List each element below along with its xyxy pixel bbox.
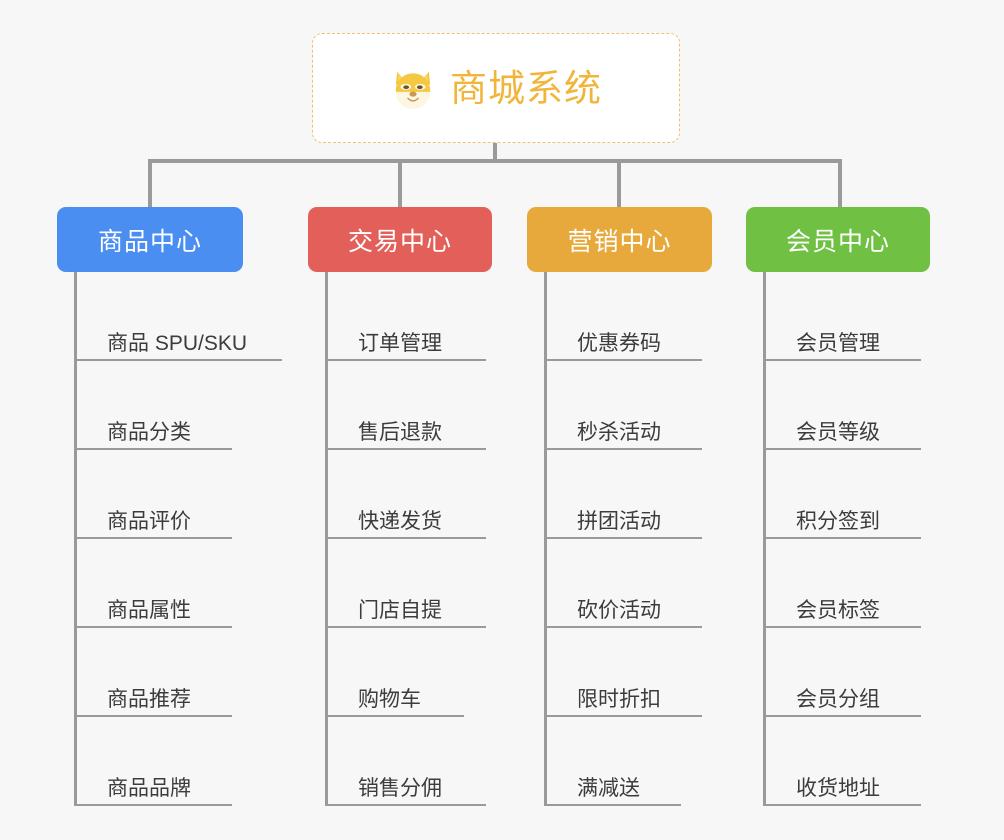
category-header-trade-center[interactable]: 交易中心 — [308, 207, 492, 272]
leaf-label: 商品分类 — [107, 420, 191, 444]
leaf-item[interactable]: 会员标签 — [766, 539, 921, 628]
leaf-item[interactable]: 限时折扣 — [547, 628, 702, 717]
column-trade-center: 交易中心 订单管理 售后退款 快递发货 门店自提 购物车 销售分佣 — [308, 207, 492, 806]
column-product-center: 商品中心 商品 SPU/SKU 商品分类 商品评价 商品属性 商品推荐 商品品牌 — [57, 207, 282, 806]
connector-drop-column-4 — [838, 159, 842, 209]
leaf-label: 商品推荐 — [107, 687, 191, 711]
dog-face-icon — [390, 66, 436, 112]
connector-horizontal-bus — [150, 159, 842, 163]
category-header-product-center[interactable]: 商品中心 — [57, 207, 243, 272]
leaf-label: 商品 SPU/SKU — [107, 331, 248, 355]
category-title: 会员中心 — [785, 227, 890, 256]
category-title: 商品中心 — [97, 227, 202, 256]
leaf-label: 门店自提 — [358, 598, 442, 622]
leaf-label: 拼团活动 — [577, 509, 661, 533]
root-title: 商城系统 — [450, 67, 602, 109]
leaf-item[interactable]: 收货地址 — [766, 717, 921, 806]
leaf-label: 限时折扣 — [577, 687, 661, 711]
connector-drop-column-2 — [398, 159, 402, 209]
leaf-label: 优惠券码 — [577, 331, 661, 355]
category-header-member-center[interactable]: 会员中心 — [746, 207, 930, 272]
leaf-list-member-center: 会员管理 会员等级 积分签到 会员标签 会员分组 收货地址 — [763, 272, 921, 806]
leaf-item[interactable]: 快递发货 — [328, 450, 486, 539]
leaf-label: 积分签到 — [796, 509, 880, 533]
leaf-item[interactable]: 商品品牌 — [77, 717, 232, 806]
leaf-item[interactable]: 订单管理 — [328, 272, 486, 361]
connector-root-stem — [493, 143, 497, 163]
leaf-item[interactable]: 会员等级 — [766, 361, 921, 450]
leaf-item[interactable]: 满减送 — [547, 717, 681, 806]
leaf-label: 砍价活动 — [577, 598, 661, 622]
leaf-item[interactable]: 秒杀活动 — [547, 361, 702, 450]
column-marketing-center: 营销中心 优惠券码 秒杀活动 拼团活动 砍价活动 限时折扣 满减送 — [527, 207, 712, 806]
leaf-label: 满减送 — [577, 776, 640, 800]
leaf-item[interactable]: 砍价活动 — [547, 539, 702, 628]
leaf-item[interactable]: 销售分佣 — [328, 717, 486, 806]
leaf-label: 商品属性 — [107, 598, 191, 622]
leaf-label: 秒杀活动 — [577, 420, 661, 444]
leaf-label: 商品品牌 — [107, 776, 191, 800]
category-title: 交易中心 — [347, 227, 452, 256]
connector-drop-column-3 — [617, 159, 621, 209]
leaf-label: 收货地址 — [796, 776, 880, 800]
leaf-label: 售后退款 — [358, 420, 442, 444]
leaf-label: 会员标签 — [796, 598, 880, 622]
leaf-item[interactable]: 会员管理 — [766, 272, 921, 361]
leaf-item[interactable]: 门店自提 — [328, 539, 486, 628]
leaf-item[interactable]: 售后退款 — [328, 361, 486, 450]
leaf-label: 会员分组 — [796, 687, 880, 711]
leaf-item[interactable]: 优惠券码 — [547, 272, 702, 361]
root-node-mall-system[interactable]: 商城系统 — [312, 33, 680, 143]
leaf-item[interactable]: 购物车 — [328, 628, 464, 717]
leaf-item[interactable]: 商品 SPU/SKU — [77, 272, 282, 361]
category-header-marketing-center[interactable]: 营销中心 — [527, 207, 712, 272]
leaf-list-trade-center: 订单管理 售后退款 快递发货 门店自提 购物车 销售分佣 — [325, 272, 486, 806]
leaf-label: 商品评价 — [107, 509, 191, 533]
leaf-item[interactable]: 会员分组 — [766, 628, 921, 717]
leaf-label: 购物车 — [358, 687, 421, 711]
leaf-list-marketing-center: 优惠券码 秒杀活动 拼团活动 砍价活动 限时折扣 满减送 — [544, 272, 702, 806]
leaf-label: 销售分佣 — [358, 776, 442, 800]
column-member-center: 会员中心 会员管理 会员等级 积分签到 会员标签 会员分组 收货地址 — [746, 207, 930, 806]
leaf-item[interactable]: 商品分类 — [77, 361, 232, 450]
leaf-item[interactable]: 商品评价 — [77, 450, 232, 539]
leaf-item[interactable]: 积分签到 — [766, 450, 921, 539]
leaf-label: 快递发货 — [358, 509, 442, 533]
leaf-label: 会员管理 — [796, 331, 880, 355]
leaf-list-product-center: 商品 SPU/SKU 商品分类 商品评价 商品属性 商品推荐 商品品牌 — [74, 272, 282, 806]
connector-drop-column-1 — [148, 159, 152, 209]
leaf-label: 会员等级 — [796, 420, 880, 444]
leaf-item[interactable]: 商品推荐 — [77, 628, 232, 717]
category-title: 营销中心 — [567, 227, 672, 256]
leaf-item[interactable]: 拼团活动 — [547, 450, 702, 539]
leaf-item[interactable]: 商品属性 — [77, 539, 232, 628]
leaf-label: 订单管理 — [358, 331, 442, 355]
